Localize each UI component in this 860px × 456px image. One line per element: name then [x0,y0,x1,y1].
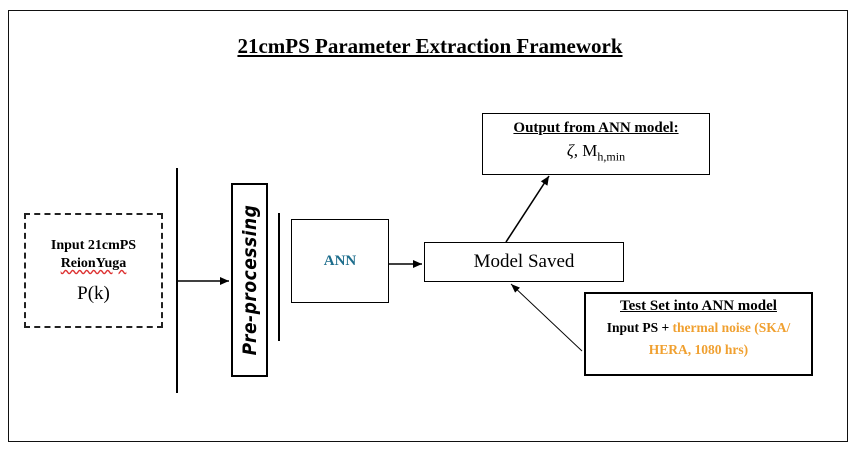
arrow-testset-to-model [510,283,583,352]
input-line-2: ReionYuga [60,256,127,271]
zeta-symbol: ζ, [566,141,579,160]
ann-label: ANN [323,252,357,269]
thermal-noise-text-2: HERA, 1080 hrs) [648,342,749,357]
model-saved-box: Model Saved [424,242,624,282]
output-heading: Output from ANN model: [513,120,679,136]
arrow-model-to-output [505,175,550,243]
mass-symbol: M [582,141,598,160]
thermal-noise-text-1: thermal noise (SKA/ [672,320,791,335]
separator-line-right [278,213,280,341]
output-parameters: ζ, Mh,min [483,141,709,164]
model-saved-label: Model Saved [473,251,575,272]
output-box: Output from ANN model: ζ, Mh,min [482,113,710,175]
diagram-title: 21cmPS Parameter Extraction Framework [237,34,623,58]
test-set-heading: Test Set into ANN model [620,298,777,314]
diagram-frame [8,10,848,442]
ann-box: ANN [291,219,389,303]
input-pk: P(k) [77,283,110,304]
test-set-body: Input PS + thermal noise (SKA/ HERA, 108… [586,317,811,361]
test-set-box: Test Set into ANN model Input PS + therm… [584,292,813,376]
mass-subscript: h,min [597,149,626,164]
test-set-prefix: Input PS + [606,320,673,335]
input-box: Input 21cmPS ReionYuga P(k) [24,213,163,328]
input-line-1: Input 21cmPS [50,238,137,253]
preprocessing-box: Pre-processing [231,183,268,377]
